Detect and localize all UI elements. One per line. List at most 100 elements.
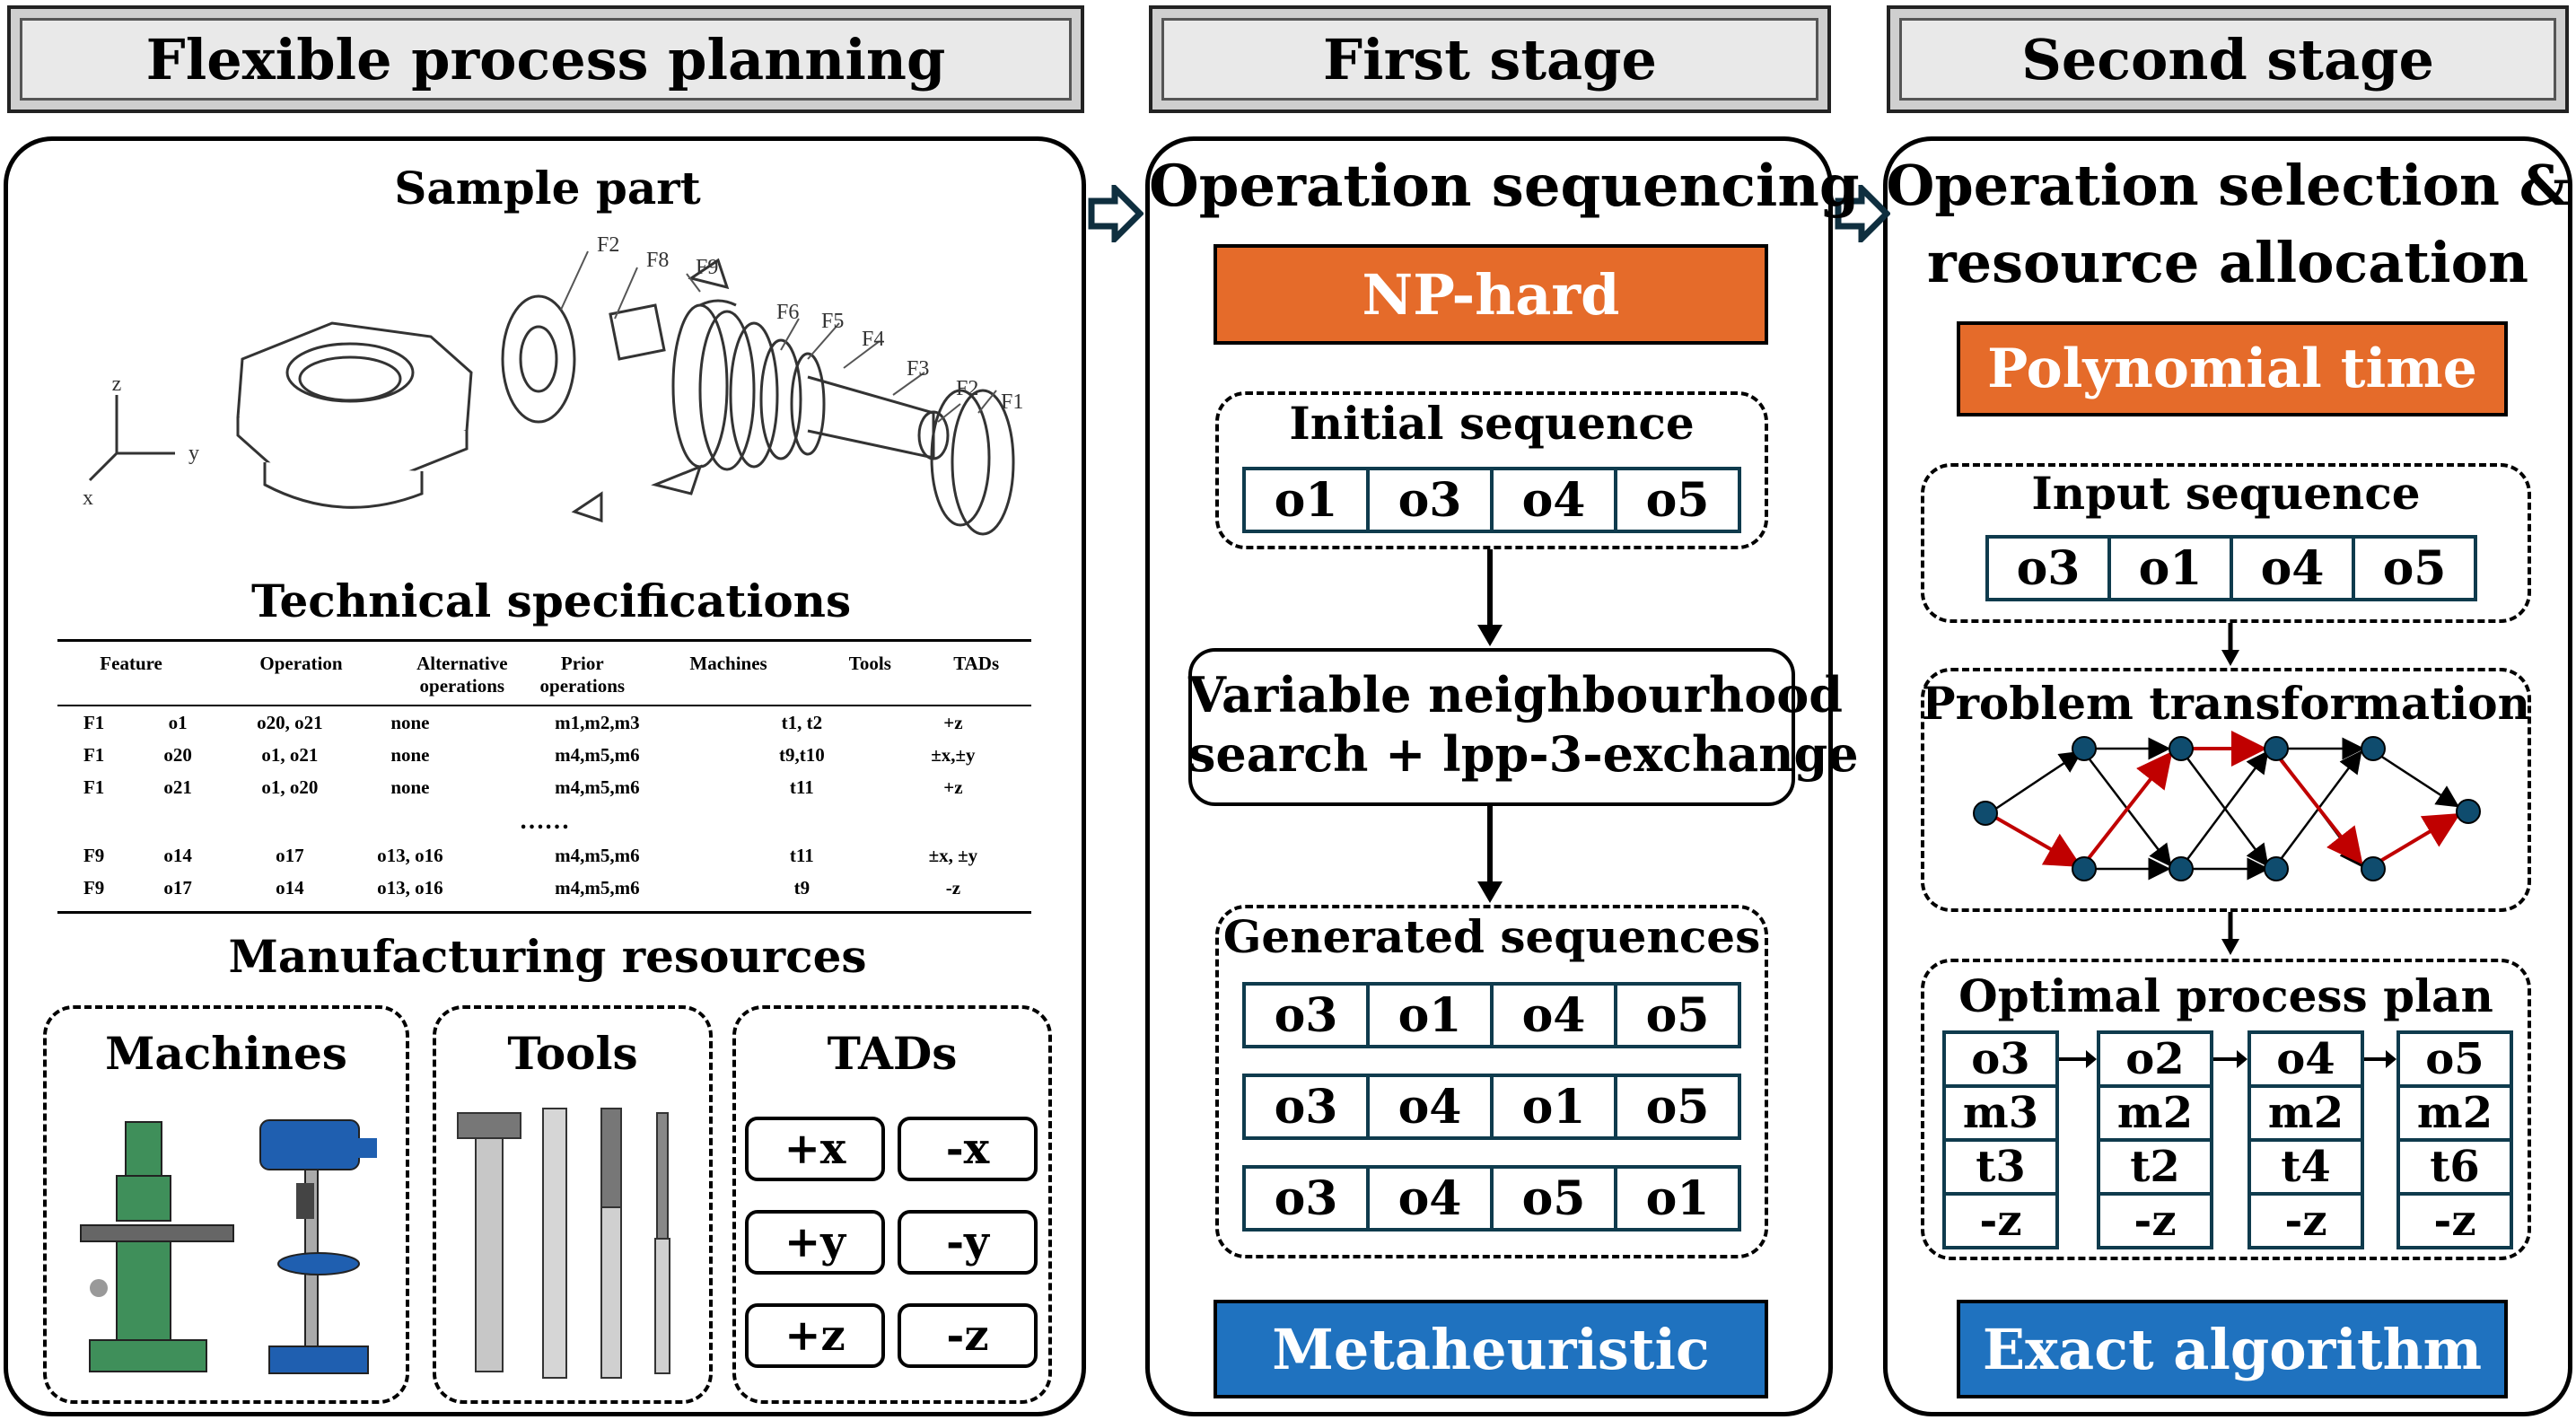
plan-operation: o3 [1946, 1034, 2055, 1088]
table-cell: none [390, 743, 430, 766]
plan-tool: t6 [2400, 1142, 2510, 1196]
initial-sequence-title: Initial sequence [1289, 397, 1695, 450]
table-cell: t11 [789, 776, 814, 798]
initial-sequence: o1 o3 o4 o5 [1242, 467, 1741, 533]
table-cell: m4,m5,m6 [555, 776, 640, 798]
header-second-stage: Second stage [1887, 5, 2569, 113]
plan-tad: -z [1979, 1196, 2022, 1246]
sequence-cell: o3 [1246, 1169, 1370, 1228]
sequence-cell: o4 [1370, 1169, 1494, 1228]
table-cell: o14 [276, 876, 304, 898]
table-cell: t11 [789, 844, 814, 866]
tools-title: Tools [507, 1027, 638, 1080]
input-sequence-box [1921, 463, 2531, 623]
table-cell: o1 [168, 711, 188, 733]
arrow-to-first-stage-icon [1088, 185, 1143, 242]
axis-z-label: z [112, 373, 122, 396]
generated-sequence: o3 o4 o5 o1 [1242, 1165, 1741, 1232]
plan-machine: m2 [2100, 1088, 2210, 1142]
axis-y-label: y [188, 442, 199, 465]
table-cell: o17 [163, 876, 192, 898]
table-header: Alternative operations [416, 653, 508, 697]
table-cell: o13, o16 [377, 844, 443, 866]
table-cell: ±x,±y [931, 743, 976, 766]
graph-nodes [1973, 736, 2481, 881]
arrow-right-icon [2086, 1050, 2097, 1068]
sequence-cell: o3 [1246, 1077, 1370, 1136]
table-cell: F1 [83, 776, 105, 798]
plan-step: o3 m3 t3 -z [1942, 1030, 2059, 1249]
graph-edges [1993, 737, 2460, 881]
sequence-cell: o4 [1370, 1077, 1494, 1136]
vns-box [1188, 648, 1795, 806]
optimal-process-plan-title: Optimal process plan [1958, 969, 2493, 1022]
table-cell: m4,m5,m6 [555, 844, 640, 866]
table-cell: F9 [83, 844, 105, 866]
tads-box [732, 1005, 1052, 1404]
sequence-cell: o1 [1645, 1170, 1710, 1226]
table-ellipsis-row: …… [57, 803, 1031, 839]
part-label: F8 [646, 249, 669, 272]
plan-tool: t2 [2100, 1142, 2210, 1196]
technical-specifications-title: Technical specifications [251, 574, 852, 627]
sequence-cell: o5 [2382, 540, 2447, 596]
plan-machine: m2 [2251, 1088, 2361, 1142]
optimal-process-plan-box [1921, 959, 2531, 1260]
plan-arrows [2059, 1050, 2396, 1068]
down-arrow-icon [2221, 912, 2239, 955]
table-header-row: Feature Operation Alternative operations… [57, 642, 1031, 705]
table-header: Operation [259, 653, 343, 674]
operation-selection-title-line-2: resource allocation [1926, 230, 2529, 295]
plan-tool: t3 [1946, 1142, 2055, 1196]
table-cell: F1 [83, 743, 105, 766]
vns-line-1: Variable neighbourhood [1188, 666, 1843, 723]
problem-transformation-title: Problem transformation [1921, 677, 2530, 730]
header-flexible-process-planning: Flexible process planning [7, 5, 1084, 113]
generated-sequence: o3 o1 o4 o5 [1242, 982, 1741, 1048]
part-label: F4 [862, 328, 884, 351]
part-label: F5 [821, 310, 844, 333]
sequence-cell: o4 [1494, 470, 1617, 530]
table-row: F9 o14 o17 o13, o16 m4,m5,m6 t11 ±x, ±y [57, 839, 1031, 872]
plan-machine: m2 [2400, 1088, 2510, 1142]
table-cell: none [390, 711, 430, 733]
generated-sequences-title: Generated sequences [1222, 910, 1761, 963]
part-label: F2 [956, 377, 978, 400]
table-cell: o1, o21 [261, 743, 319, 766]
sequence-cell: o5 [1645, 472, 1710, 528]
milling-machine-icon [80, 1121, 234, 1372]
plan-step: o5 m2 t6 -z [2396, 1030, 2513, 1249]
part-label: F3 [907, 357, 929, 381]
plan-machine: m3 [1946, 1088, 2055, 1142]
table-row: F1 o20 o1, o21 none m4,m5,m6 t9,t10 ±x,±… [57, 739, 1031, 771]
plan-tad: -z [2134, 1196, 2177, 1246]
table-cell: t9,t10 [778, 743, 825, 766]
tad-minus-z: -z [898, 1303, 1038, 1368]
sequence-cell: o5 [1645, 1079, 1710, 1135]
axis-icon [88, 395, 175, 482]
header-first-stage: First stage [1149, 5, 1831, 113]
table-row: F1 o1 o20, o21 none m1,m2,m3 t1, t2 +z [57, 706, 1031, 739]
table-cell: t1, t2 [781, 711, 823, 733]
plan-tad: -z [2433, 1196, 2476, 1246]
part-label: F2 [597, 233, 619, 257]
optimal-path-edges [1993, 731, 2461, 867]
table-cell: -z [945, 876, 961, 898]
plan-step: o2 m2 t2 -z [2097, 1030, 2213, 1249]
plan-operation: o4 [2251, 1034, 2361, 1088]
cutting-tools-icon [457, 1108, 670, 1379]
operation-sequencing-title: Operation sequencing [1149, 153, 1860, 220]
vns-line-2: search + lpp-3-exchange [1188, 725, 1859, 783]
table-cell: F9 [83, 876, 105, 898]
machines-title: Machines [105, 1027, 347, 1080]
transformation-graph [1973, 731, 2481, 881]
down-arrow-icon [2221, 623, 2239, 666]
plan-tad: -z [2284, 1196, 2327, 1246]
table-cell: o1, o20 [261, 776, 319, 798]
operation-selection-title-line-1: Operation selection & [1886, 153, 2570, 218]
plan-operation: o5 [2400, 1034, 2510, 1088]
machines-box [43, 1005, 409, 1404]
sequence-cell: o1 [1494, 1077, 1617, 1136]
np-hard-badge: NP-hard [1214, 244, 1768, 345]
input-sequence-title: Input sequence [2031, 467, 2421, 520]
